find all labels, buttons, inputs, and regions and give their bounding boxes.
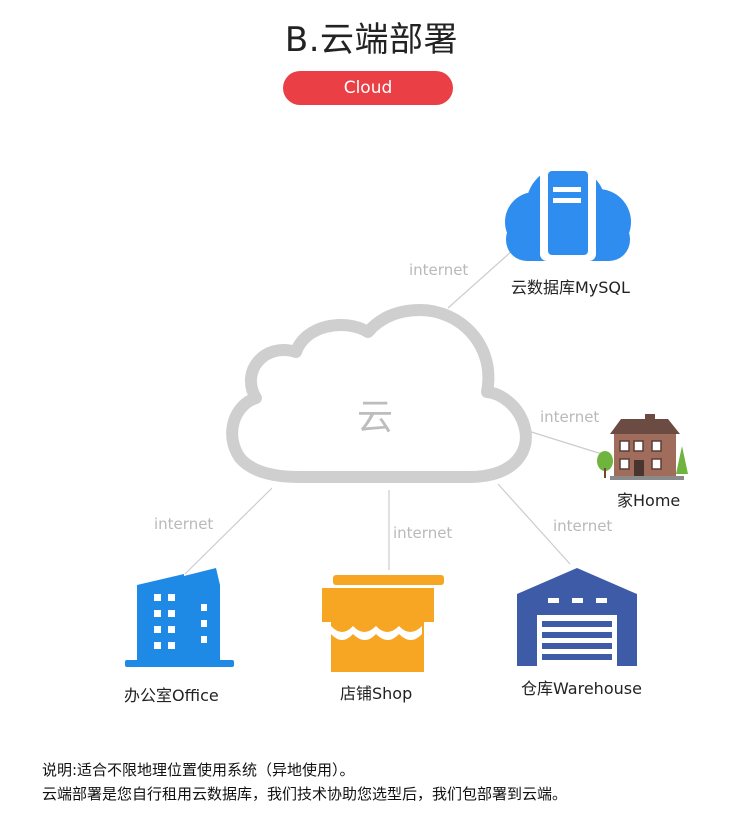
- house-icon: [597, 414, 688, 480]
- node-label-office: 办公室Office: [124, 686, 219, 705]
- shop-awning-icon: [322, 575, 444, 672]
- notes-line-1: 说明:适合不限地理位置使用系统（异地使用）。: [42, 761, 355, 779]
- warehouse-icon: [517, 568, 637, 666]
- cloud-badge[interactable]: Cloud: [283, 71, 453, 105]
- link-label-warehouse: internet: [553, 517, 613, 535]
- link-line-home: [524, 429, 606, 456]
- link-line-database: [447, 249, 514, 309]
- node-label-home: 家Home: [617, 491, 681, 510]
- node-label-database: 云数据库MySQL: [511, 278, 630, 297]
- node-label-shop: 店铺Shop: [340, 684, 413, 703]
- description-notes: 说明:适合不限地理位置使用系统（异地使用）。 云端部署是您自行租用云数据库，我们…: [42, 758, 567, 806]
- link-line-warehouse: [497, 483, 571, 565]
- link-label-shop: internet: [393, 524, 453, 542]
- link-line-office: [184, 487, 273, 575]
- node-label-warehouse: 仓库Warehouse: [521, 679, 642, 698]
- link-label-home: internet: [540, 408, 600, 426]
- page-title: B.云端部署: [284, 20, 459, 60]
- link-label-database: internet: [409, 261, 469, 279]
- link-label-office: internet: [154, 515, 214, 533]
- notes-line-2: 云端部署是您自行租用云数据库，我们技术协助您选型后，我们包部署到云端。: [42, 785, 568, 803]
- cloud-center-label: 云: [357, 397, 394, 438]
- office-building-icon: [125, 568, 234, 667]
- cloud-server-icon: [505, 163, 631, 261]
- central-cloud-shape: [226, 304, 532, 483]
